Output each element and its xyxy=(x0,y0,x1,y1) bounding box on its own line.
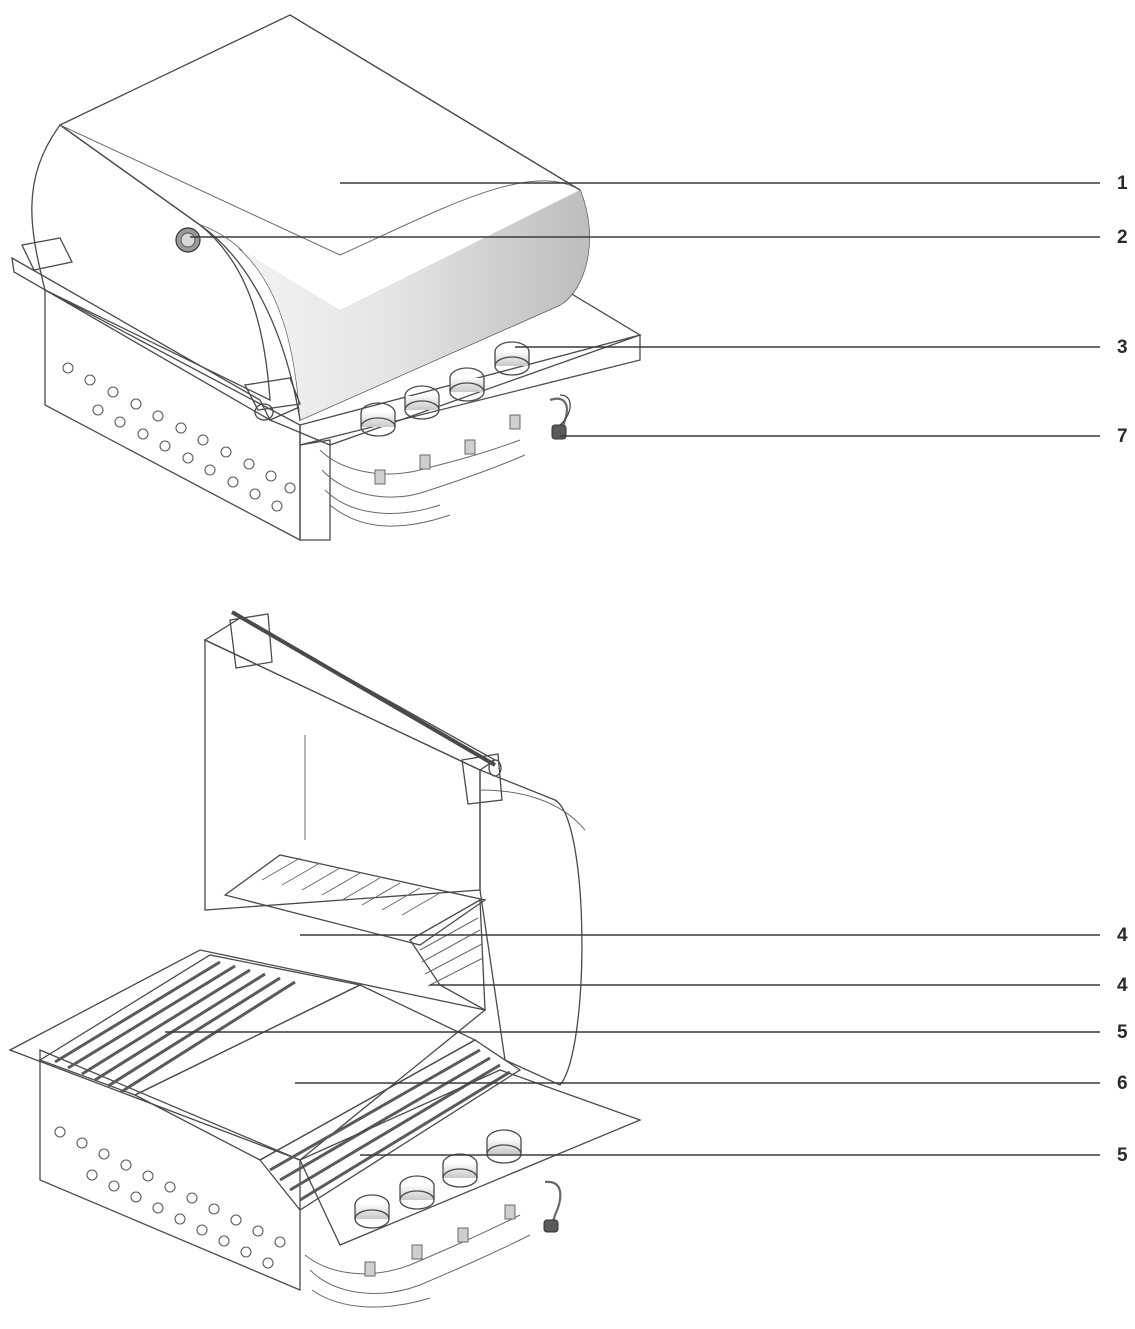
callout-4b: 4 xyxy=(1117,975,1128,996)
knob-2 xyxy=(404,385,440,420)
callout-3: 3 xyxy=(1117,337,1128,358)
knob-3 xyxy=(442,1153,478,1188)
knob-4 xyxy=(494,341,530,376)
callout-numbers: 1 2 3 7 4 4 5 6 5 xyxy=(1117,173,1128,1166)
control-panel-open xyxy=(299,1069,642,1246)
gas-inlet-connector xyxy=(551,394,571,440)
callout-leaders xyxy=(165,182,1100,1156)
callout-2: 2 xyxy=(1117,227,1128,248)
callout-1: 1 xyxy=(1117,173,1128,194)
knob-1 xyxy=(354,1194,390,1229)
warming-rack xyxy=(223,854,487,1012)
hood-handle xyxy=(11,237,301,422)
vent-holes xyxy=(62,362,296,512)
grill-grate-right xyxy=(259,1039,522,1211)
open-grill xyxy=(8,610,642,1308)
thermometer xyxy=(175,227,201,253)
gas-manifold xyxy=(319,397,568,527)
firebox-body-open xyxy=(39,1049,301,1291)
control-knobs-open xyxy=(354,1129,522,1229)
grill-grate-left xyxy=(38,954,363,1096)
hood xyxy=(31,14,590,421)
callout-5a: 5 xyxy=(1117,1022,1128,1043)
knob-4 xyxy=(486,1129,522,1164)
knob-1 xyxy=(360,402,396,437)
open-hood xyxy=(203,610,586,1086)
vent-holes-open xyxy=(54,1126,286,1269)
gas-manifold-open xyxy=(304,1180,562,1308)
grill-frame xyxy=(8,949,487,1161)
knob-3 xyxy=(449,367,485,402)
callout-7: 7 xyxy=(1117,426,1128,447)
callout-4a: 4 xyxy=(1117,925,1128,946)
knob-2 xyxy=(399,1175,435,1210)
callout-6: 6 xyxy=(1117,1073,1128,1094)
callout-5b: 5 xyxy=(1117,1145,1128,1166)
control-knobs xyxy=(360,341,530,437)
closed-grill xyxy=(11,14,642,542)
